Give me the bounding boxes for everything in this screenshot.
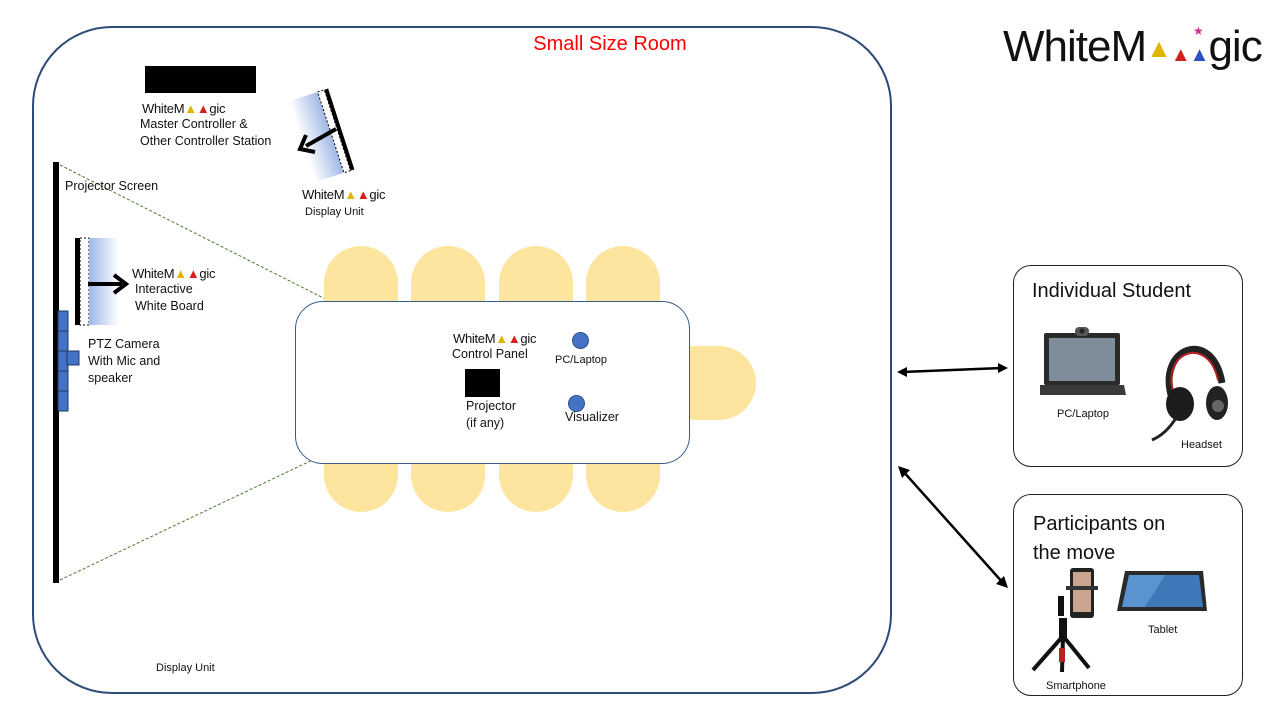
visualizer-dot bbox=[568, 395, 585, 412]
device-label: PC/Laptop bbox=[1057, 408, 1109, 420]
link-arrow-individual bbox=[897, 363, 1008, 377]
projector-label: Projector (if any) bbox=[466, 399, 517, 430]
visualizer-label: Visualizer bbox=[565, 410, 619, 424]
mini-logo: WhiteM▲▲gic bbox=[142, 101, 226, 116]
room-outline bbox=[32, 26, 892, 694]
display-arrow bbox=[305, 127, 337, 148]
mini-logo: WhiteM▲▲gic bbox=[132, 266, 216, 281]
star-icon: ★ bbox=[1193, 24, 1204, 38]
room-title: Small Size Room bbox=[533, 33, 687, 55]
device-label: Smartphone bbox=[1046, 680, 1106, 692]
ptz-camera-icon bbox=[57, 310, 80, 412]
master-controller-label: Master Controller & Other Controller Sta… bbox=[140, 117, 272, 148]
iwb-label: Interactive White Board bbox=[135, 282, 204, 313]
pc-laptop-label: PC/Laptop bbox=[555, 354, 607, 366]
device-label: Tablet bbox=[1148, 624, 1178, 636]
projector-screen-bar bbox=[53, 162, 59, 583]
pc-laptop-dot bbox=[572, 332, 589, 349]
projector-box bbox=[465, 369, 500, 397]
tablet-icon bbox=[1115, 566, 1210, 621]
control-panel-label: Control Panel bbox=[452, 347, 528, 361]
interactive-whiteboard-icon bbox=[75, 237, 130, 326]
device-label: Headset bbox=[1181, 439, 1222, 451]
display-unit-bottom-label: Display Unit bbox=[156, 662, 215, 674]
link-arrow-participants bbox=[898, 466, 1008, 588]
master-controller-box bbox=[145, 66, 256, 93]
participants-title: Participants on the move bbox=[1033, 513, 1166, 564]
individual-student-title: Individual Student bbox=[1032, 280, 1192, 302]
projector-screen-label: Projector Screen bbox=[65, 179, 159, 193]
laptop-icon bbox=[1040, 325, 1126, 405]
whitemagic-logo: WhiteM▲▲▲gic bbox=[1003, 22, 1263, 71]
smartphone-tripod-icon bbox=[1025, 566, 1105, 676]
ptz-camera-label: PTZ Camera With Mic and speaker bbox=[88, 337, 161, 385]
mini-logo: WhiteM▲▲gic bbox=[302, 187, 386, 202]
headset-icon bbox=[1150, 328, 1230, 448]
mini-logo: WhiteM▲▲gic bbox=[453, 331, 537, 346]
projection-line-top bbox=[59, 164, 467, 371]
display-unit-label: Display Unit bbox=[305, 206, 364, 218]
